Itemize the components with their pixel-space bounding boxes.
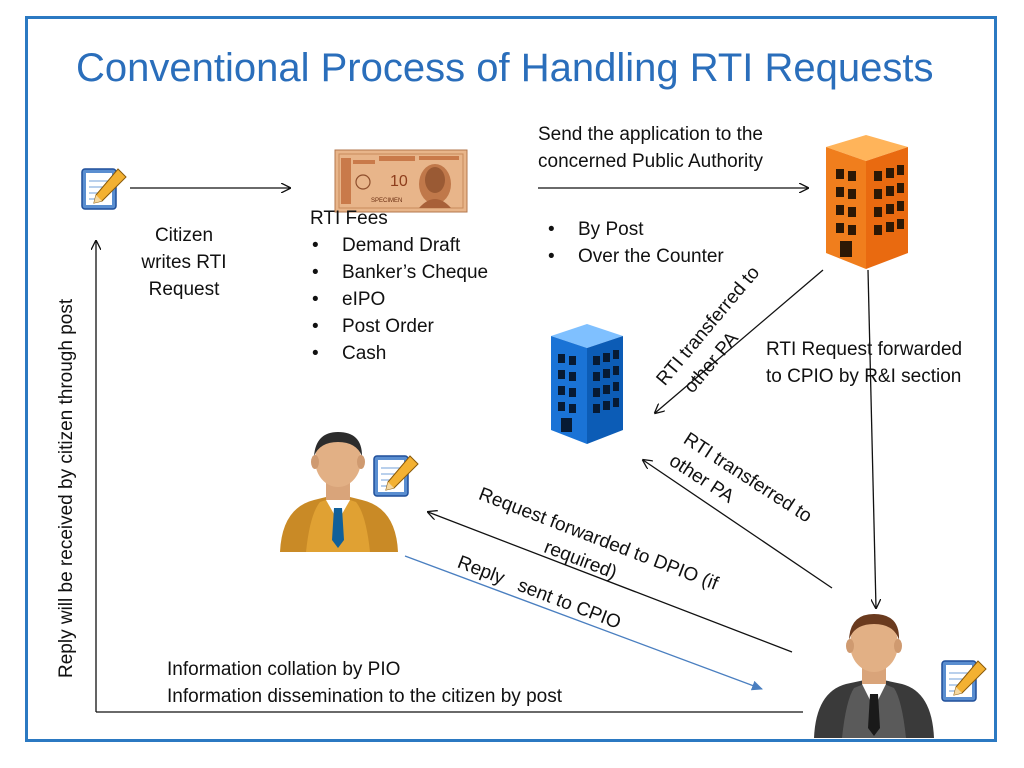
orange-building-icon — [826, 135, 908, 269]
citizen-label-line: writes RTI — [141, 252, 227, 273]
note-pencil-icon — [373, 455, 419, 497]
rti-fees-list: Demand Draft Banker’s Cheque eIPO Post O… — [310, 232, 488, 367]
list-item: By Post — [546, 216, 724, 243]
send-application-label: Send the application to the concerned Pu… — [538, 121, 763, 175]
rti-fees-block: RTI Fees Demand Draft Banker’s Cheque eI… — [310, 205, 488, 367]
arrow-reply-cpio — [404, 555, 763, 691]
rti-fees-heading: RTI Fees — [310, 208, 388, 229]
list-item: Cash — [310, 340, 488, 367]
list-item: Post Order — [310, 313, 488, 340]
forwarded-cpio-label: RTI Request forwarded to CPIO by R&I sec… — [766, 336, 962, 390]
citizen-label-line: Request — [148, 279, 220, 300]
arrow-to-cpio — [867, 269, 876, 608]
banknote-denomination: 10 — [390, 173, 408, 190]
slide-frame — [25, 16, 997, 742]
citizen-label: Citizen writes RTI Request — [125, 222, 243, 303]
note-pencil-icon — [81, 168, 127, 210]
collation-line: Information collation by PIO — [167, 659, 401, 680]
forwarded-cpio-line: RTI Request forwarded — [766, 339, 963, 360]
suit-person-icon — [814, 614, 934, 738]
list-item: Banker’s Cheque — [310, 259, 488, 286]
citizen-label-line: Citizen — [154, 225, 214, 246]
officer-icon — [280, 432, 398, 552]
send-application-line: concerned Public Authority — [538, 151, 763, 172]
collation-label: Information collation by PIO Information… — [167, 656, 562, 710]
send-application-line: Send the application to the — [538, 124, 764, 145]
list-item: Demand Draft — [310, 232, 488, 259]
list-item: Over the Counter — [546, 243, 724, 270]
arrow-transfer-top — [655, 269, 824, 413]
left-vertical-label: Reply will be received by citizen throug… — [56, 298, 77, 678]
list-item: eIPO — [310, 286, 488, 313]
blue-building-icon — [551, 324, 623, 444]
delivery-list: By Post Over the Counter — [546, 216, 724, 270]
collation-line: Information dissemination to the citizen… — [167, 686, 562, 707]
forwarded-cpio-line: to CPIO by R&I section — [766, 366, 962, 387]
arrow-transfer-bottom — [643, 460, 833, 589]
banknote-specimen: SPECIMEN — [371, 198, 402, 204]
page-title: Conventional Process of Handling RTI Req… — [76, 46, 934, 90]
arrow-request-dpio — [428, 512, 793, 653]
note-pencil-icon — [941, 660, 987, 702]
banknote-icon: 10 SPECIMEN — [334, 149, 468, 213]
delivery-block: By Post Over the Counter — [546, 216, 724, 270]
